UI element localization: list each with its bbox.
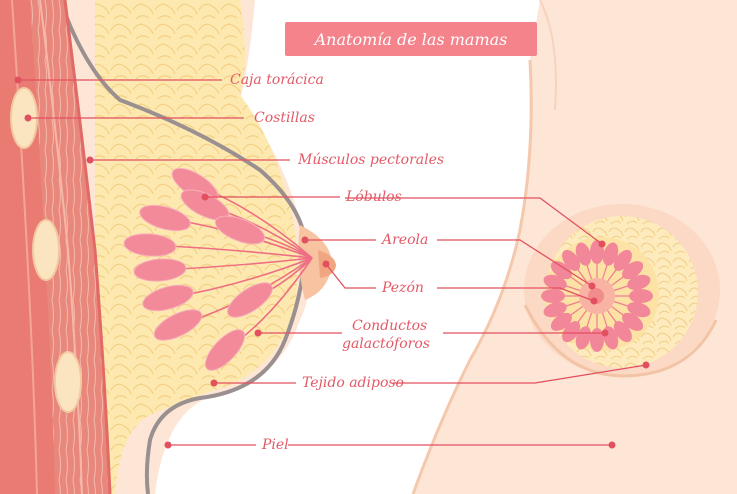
label-tejido-adiposo: Tejido adiposo xyxy=(302,375,404,391)
label-conductos-line1: Conductos xyxy=(352,318,427,334)
front-view-breast xyxy=(524,204,720,376)
label-costillas: Costillas xyxy=(254,110,315,126)
label-conductos-line2: galactóforos xyxy=(342,336,430,352)
label-lobulos: Lóbulos xyxy=(346,189,402,205)
label-pezon: Pezón xyxy=(382,280,424,296)
label-areola: Areola xyxy=(382,232,428,248)
label-musculos-pectorales: Músculos pectorales xyxy=(298,152,444,168)
diagram-title: Anatomía de las mamas xyxy=(315,30,508,49)
title-banner: Anatomía de las mamas xyxy=(285,22,537,56)
label-caja-toracica: Caja torácica xyxy=(230,72,324,88)
label-piel: Piel xyxy=(262,437,289,453)
